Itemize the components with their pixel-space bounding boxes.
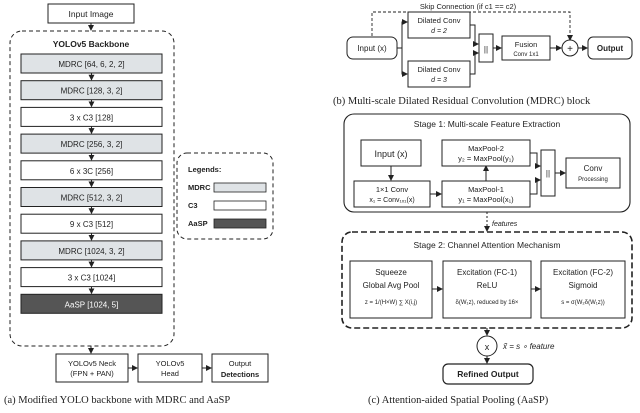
squeeze-line2: Global Avg Pool: [363, 281, 420, 290]
head-line1: YOLOv5: [156, 359, 185, 368]
fc1-line3: δ(W₁z), reduced by 16×: [456, 300, 519, 306]
maxpool1-line1: MaxPool-1: [468, 185, 504, 194]
legend-swatch-aasp: [213, 218, 267, 229]
mdrc-input-label: Input (x): [357, 44, 387, 53]
legend-label-c3: C3: [188, 201, 198, 210]
features-label: features: [492, 221, 518, 228]
squeeze-box: [349, 260, 433, 319]
backbone-block-label-10: AaSP [1024, 5]: [65, 300, 119, 309]
caption-a: (a) Modified YOLO backbone with MDRC and…: [4, 395, 230, 406]
stage2-title: Stage 2: Channel Attention Mechanism: [414, 240, 561, 250]
mdrc-concat-symbol: ||: [484, 45, 488, 54]
caption-c: (c) Attention-aided Spatial Pooling (AaS…: [368, 395, 549, 406]
maxpool2-line1: MaxPool-2: [468, 144, 504, 153]
fc1-line1: Excitation (FC-1): [457, 268, 517, 277]
aasp-concat-symbol: ||: [546, 169, 550, 178]
backbone-block-label-5: 6 x 3C [256]: [70, 167, 113, 176]
input-image-label: Input Image: [69, 9, 114, 19]
neck-line2: (FPN + PAN): [70, 369, 114, 378]
fc2-line1: Excitation (FC-2): [553, 268, 613, 277]
panel-b: Skip Connection (if c1 == c2) Input (x) …: [333, 2, 633, 107]
fusion-box: [501, 35, 551, 61]
panel-c: Stage 1: Multi-scale Feature Extraction …: [341, 113, 633, 406]
conv-processing-box: [565, 157, 621, 189]
output-line1: Output: [229, 359, 252, 368]
backbone-container: [9, 30, 175, 347]
squeeze-line3: z = 1/(H×W) ∑ X(i,j): [365, 300, 417, 306]
conv1x1-line2: x₁ = Conv₁ₓ₁(x): [369, 197, 414, 204]
backbone-block-label-7: 9 x C3 [512]: [70, 220, 113, 229]
stage1-title: Stage 1: Multi-scale Feature Extraction: [414, 119, 561, 129]
maxpool2-line2: y₂ = MaxPool(y₁): [458, 154, 514, 163]
head-line2: Head: [161, 369, 179, 378]
maxpool2-box: [441, 139, 531, 167]
conv-processing-line1: Conv: [584, 164, 603, 173]
fc2-line2: Sigmoid: [569, 281, 598, 290]
output-line2: Detections: [221, 370, 259, 379]
mdrc-output-box: [587, 36, 633, 60]
dilated-conv-1-label: Dilated Conv: [418, 16, 461, 25]
backbone-block-10: [20, 293, 163, 314]
squeeze-line1: Squeeze: [375, 268, 407, 277]
dilated-conv-2-label: Dilated Conv: [418, 65, 461, 74]
backbone-block-label-4: MDRC [256, 3, 2]: [61, 140, 123, 149]
legend-swatch-mdrc: [213, 182, 267, 193]
conv-processing-line2: Processing: [578, 177, 608, 183]
fc1-box: [442, 260, 532, 319]
dilated-conv-2-d: d = 3: [431, 77, 447, 84]
backbone-title: YOLOv5 Backbone: [53, 39, 130, 49]
output-box: [211, 353, 269, 383]
add-symbol: +: [567, 44, 573, 55]
reweight-formula: x̃ = s ∘ feature: [502, 342, 555, 351]
backbone-block-label-2: MDRC [128, 3, 2]: [61, 87, 123, 96]
legend-label-mdrc: MDRC: [188, 183, 211, 192]
conv1x1-line1: 1×1 Conv: [376, 185, 409, 194]
refined-output-label: Refined Output: [457, 369, 519, 379]
neck-line1: YOLOv5 Neck: [68, 359, 116, 368]
skip-label: Skip Connection (if c1 == c2): [420, 2, 517, 11]
legend-swatch-c3: [213, 200, 267, 211]
panel-a: Input Image YOLOv5 Backbone MDRC [64, 6,…: [4, 3, 274, 406]
aasp-input-label: Input (x): [374, 149, 407, 159]
fusion-line1: Fusion: [515, 40, 538, 49]
mdrc-output-label: Output: [597, 44, 624, 53]
backbone-block-label-9: 3 x C3 [1024]: [68, 274, 116, 283]
legend-label-aasp: AaSP: [188, 219, 208, 228]
multiply-symbol: x: [485, 342, 490, 352]
legend-title: Legends:: [188, 165, 221, 174]
caption-b: (b) Multi-scale Dilated Residual Convolu…: [333, 96, 591, 107]
backbone-blocks: MDRC [64, 6, 2, 2] MDRC [128, 3, 2] 3 x C3…: [20, 53, 163, 314]
refined-output-box: [442, 363, 534, 385]
dilated-conv-2-box: [407, 60, 471, 88]
conv1x1-box: [353, 180, 431, 208]
dilated-conv-1-d: d = 2: [431, 28, 447, 35]
aasp-input-box: [360, 139, 422, 167]
backbone-block-label-3: 3 x C3 [128]: [70, 113, 113, 122]
fc1-line2: ReLU: [477, 281, 498, 290]
backbone-block-label-8: MDRC [1024, 3, 2]: [58, 247, 124, 256]
backbone-block-label-1: MDRC [64, 6, 2, 2]: [58, 60, 124, 69]
backbone-block-label-6: MDRC [512, 3, 2]: [61, 194, 123, 203]
head-box: [137, 353, 203, 383]
dilated-conv-1-box: [407, 11, 471, 39]
maxpool1-line2: y₁ = MaxPool(x₁): [458, 195, 514, 204]
legend-box: [176, 152, 274, 240]
fc2-box: [540, 260, 626, 319]
stage2-container: [341, 231, 633, 329]
fc2-line3: s = σ(W₂δ(W₁z)): [561, 300, 605, 306]
fusion-line2: Conv 1x1: [513, 52, 539, 58]
